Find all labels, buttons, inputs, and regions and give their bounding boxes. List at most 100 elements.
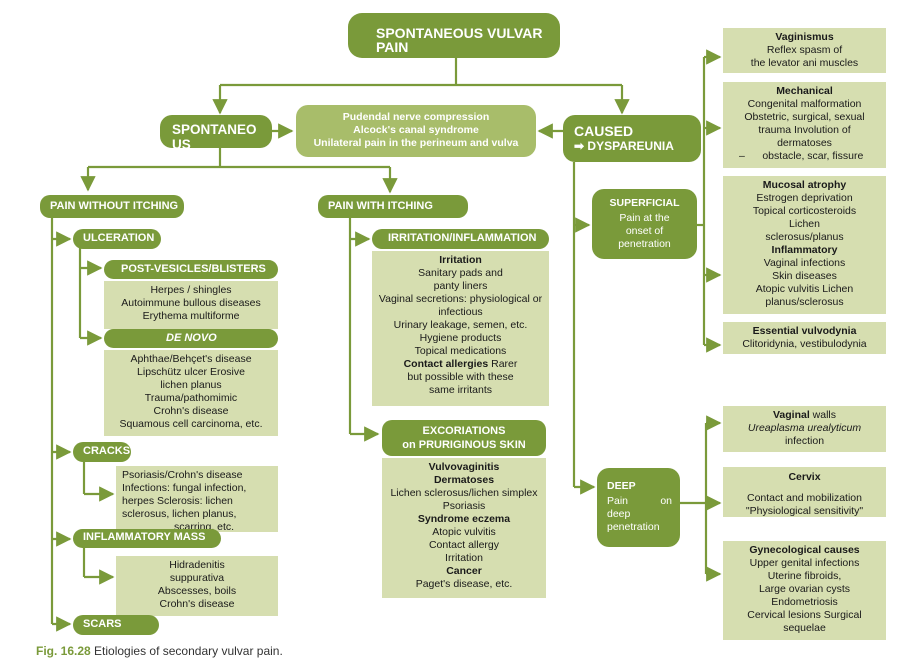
gyneco-line: sequelae (783, 622, 826, 634)
ulceration-header: ULCERATION (73, 229, 161, 249)
excoriations-item: Contact allergy (428, 539, 500, 551)
vaginal-walls-line: infection (784, 435, 825, 447)
vaginal-walls-title-row: Vaginal walls (727, 409, 882, 422)
post-vesicles-item: Herpes / shingles (150, 284, 232, 296)
cracks-box: Psoriasis/Crohn's disease Infections: fu… (116, 466, 278, 532)
superficial-node: SUPERFICIAL Pain at the onset of penetra… (592, 189, 697, 259)
vaginal-walls-box: Vaginal walls Ureaplasma urealyticum inf… (723, 406, 886, 452)
cracks-item: herpes Sclerosis: lichen (122, 495, 233, 507)
mucosal-atrophy-box: Mucosal atrophy Estrogen deprivation Top… (723, 176, 886, 314)
irritation-title: Irritation (439, 254, 482, 266)
excoriations-item: Lichen sclerosus/lichen simplex (390, 487, 538, 499)
irritation-item: infectious (438, 306, 483, 318)
irritation-item: Urinary leakage, semen, etc. (393, 319, 528, 331)
cracks-item: sclerosus, lichen planus, (122, 508, 237, 520)
de-novo-item: Trauma/pathomimic (144, 392, 238, 404)
vaginismus-title: Vaginismus (775, 31, 834, 43)
essential-vulvodynia-box: Essential vulvodynia Clitoridynia, vesti… (723, 322, 886, 354)
excoriations-line-2: on PRURIGINOUS SKIN (402, 439, 526, 451)
post-vesicles-item: Autoimmune bullous diseases (121, 297, 261, 309)
inflammatory-item: Abscesses, boils (157, 585, 237, 597)
contact-allergies-rest: Rarer (488, 358, 518, 370)
mechanical-line: Congenital malformation (747, 98, 862, 110)
mucosal-line: Topical corticosteroids (752, 205, 857, 217)
excoriations-item: Irritation (445, 552, 483, 564)
irritation-item: Vaginal secretions: physiological or (378, 293, 543, 305)
deep-line: deep (607, 508, 631, 520)
pudendal-node: Pudendal nerve compression Alcock's cana… (296, 105, 536, 157)
deep-pain-word: Pain (607, 495, 629, 507)
de-novo-item: Crohn's disease (153, 405, 229, 417)
de-novo-box: Aphthae/Behçet's disease Lipschütz ulcer… (104, 350, 278, 436)
de-novo-item: Squamous cell carcinoma, etc. (119, 418, 263, 430)
root-label: SPONTANEOUS VULVAR PAIN (376, 25, 543, 55)
ureaplasma-line: Ureaplasma urealyticum (747, 422, 862, 434)
superficial-title: SUPERFICIAL (609, 197, 680, 209)
caused-dyspareunia-node: CAUSED ➡ DYSPAREUNIA (563, 115, 701, 162)
root-node: SPONTANEOUS VULVAR PAIN (348, 13, 560, 58)
contact-allergies-title: Contact allergies (403, 358, 489, 370)
mechanical-title: Mechanical (776, 85, 833, 97)
inflammatory-mass-header: INFLAMMATORY MASS (73, 529, 221, 548)
gyneco-line: Cervical lesions Surgical (747, 609, 862, 621)
deep-node: DEEP Pain on deep penetration (597, 468, 680, 547)
irritation-item: Topical medications (414, 345, 507, 357)
pudendal-line-2: Alcock's canal syndrome (353, 124, 479, 136)
mucosal-line: Vaginal infections (763, 257, 846, 269)
vulvovaginitis-title: Vulvovaginitis (428, 461, 500, 473)
gyneco-line: Upper genital infections (749, 557, 860, 569)
cracks-header: CRACKS (73, 442, 131, 462)
deep-title: DEEP (607, 480, 636, 492)
irritation-box: Irritation Sanitary pads and panty liner… (372, 251, 549, 406)
mucosal-atrophy-title: Mucosal atrophy (762, 179, 847, 191)
excoriations-header: EXCORIATIONS on PRURIGINOUS SKIN (382, 420, 546, 456)
inflammatory-mass-box: Hidradenitis suppurativa Abscesses, boil… (116, 556, 278, 616)
de-novo-header: DE NOVO (104, 329, 278, 348)
mechanical-line: trauma Involution of (758, 124, 851, 136)
vaginismus-box: Vaginismus Reflex spasm of the levator a… (723, 28, 886, 73)
vaginismus-line: the levator ani muscles (750, 57, 859, 69)
mucosal-line: Estrogen deprivation (756, 192, 853, 204)
dyspareunia-label: DYSPAREUNIA (587, 139, 674, 153)
irritation-inflammation-header: IRRITATION/INFLAMMATION (372, 229, 549, 249)
gynecological-causes-title: Gynecological causes (749, 544, 860, 556)
gyneco-line: Large ovarian cysts (758, 583, 851, 595)
scars-header: SCARS (73, 615, 159, 635)
irritation-item: but possible with these (407, 371, 514, 383)
irritation-item: Hygiene products (419, 332, 502, 344)
de-novo-item: Lipschütz ulcer Erosive (137, 366, 245, 378)
inflammatory-title: Inflammatory (771, 244, 838, 256)
mucosal-line: sclerosus/planus (765, 231, 844, 243)
post-vesicles-box: Herpes / shingles Autoimmune bullous dis… (104, 281, 278, 329)
mechanical-box: Mechanical Congenital malformation Obste… (723, 82, 886, 168)
de-novo-item: Aphthae/Behçet's disease (130, 353, 252, 365)
figure-caption: Fig. 16.28 Etiologies of secondary vulva… (36, 644, 283, 658)
pudendal-line-1: Pudendal nerve compression (342, 111, 490, 123)
cancer-title: Cancer (446, 565, 482, 577)
caused-label: CAUSED (574, 123, 634, 139)
contact-allergies-row: Contact allergies Rarer (376, 358, 545, 371)
cervix-title: Cervix (788, 471, 821, 483)
excoriations-box: Vulvovaginitis Dermatoses Lichen scleros… (382, 458, 546, 598)
syndrome-eczema-title: Syndrome eczema (417, 513, 511, 525)
excoriations-line-1: EXCORIATIONS (422, 425, 506, 437)
cervix-line: "Physiological sensitivity" (745, 505, 864, 517)
inflammatory-item: suppurativa (169, 572, 225, 584)
mechanical-line: – obstacle, scar, fissure (739, 150, 864, 162)
inflammatory-item: Crohn's disease (159, 598, 235, 610)
mechanical-line: Obstetric, surgical, sexual (744, 111, 865, 123)
cracks-item: Psoriasis/Crohn's disease (122, 469, 243, 481)
right-arrow-icon: ➡ (574, 139, 585, 153)
cervix-line: Contact and mobilization (747, 492, 862, 504)
essential-vulvodynia-title: Essential vulvodynia (752, 325, 857, 337)
spontaneous-label: SPONTANEO US (172, 122, 257, 148)
vaginal-walls-bold: Vaginal (772, 409, 810, 421)
gyneco-line: Uterine fibroids, (767, 570, 842, 582)
superficial-line: penetration (618, 238, 671, 250)
de-novo-item: lichen planus (160, 379, 222, 391)
post-vesicles-header: POST-VESICLES/BLISTERS (104, 260, 278, 279)
pudendal-line-3: Unilateral pain in the perineum and vulv… (313, 137, 519, 149)
mechanical-line: dermatoses (777, 137, 832, 149)
dyspareunia-row: ➡ DYSPAREUNIA (574, 139, 701, 154)
